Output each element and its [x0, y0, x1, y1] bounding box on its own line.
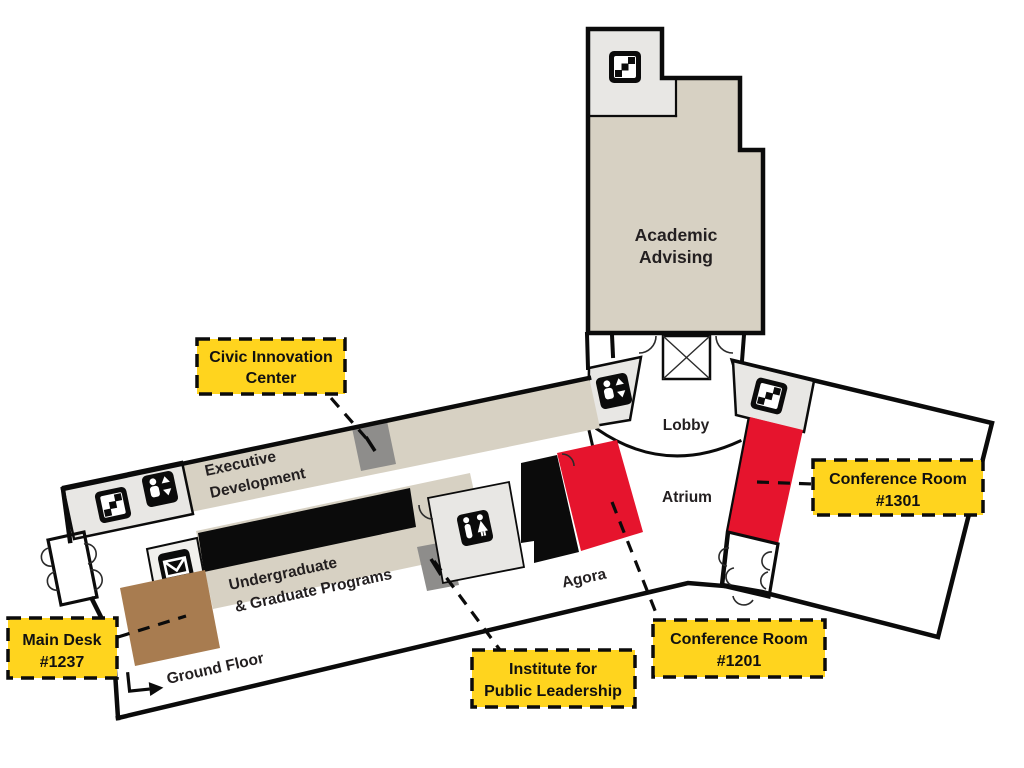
callout-text: Institute for: [509, 661, 597, 678]
main-desk-room: [120, 570, 220, 666]
stairs-icon: [94, 486, 132, 524]
leader-main-desk: [117, 614, 187, 639]
academic-advising-label-1: Academic: [635, 225, 718, 245]
leader-lines: [117, 396, 814, 651]
callout-text: Main Desk: [22, 632, 101, 649]
door-arc: [46, 571, 59, 591]
stairs-icon: [609, 51, 641, 83]
callout-text: #1201: [717, 653, 762, 670]
callout-conference-room-1201: Conference Room #1201: [651, 618, 827, 679]
callout-box: [651, 618, 827, 679]
callout-conference-room-1301: Conference Room #1301: [811, 458, 985, 517]
door-arc: [638, 335, 657, 354]
door-arc: [89, 569, 103, 591]
callout-box: [811, 458, 985, 517]
door-arc: [418, 504, 434, 520]
wall-segment: [609, 332, 616, 359]
academic-advising-label-2: Advising: [639, 247, 713, 267]
wing-top-wall: [60, 375, 592, 492]
wall-segment: [739, 332, 747, 364]
ground-floor-arrowhead: [148, 682, 164, 696]
door-arc: [761, 551, 773, 571]
entry-vestibule: [40, 530, 103, 607]
callout-text: #1301: [876, 493, 921, 510]
atrium-label: Atrium: [662, 489, 712, 506]
elevator-shaft-cross: [662, 335, 711, 380]
black-service-core: [521, 455, 579, 563]
callout-text: Conference Room: [670, 631, 808, 648]
callout-text: Conference Room: [829, 471, 967, 488]
callout-civic-innovation-center: Civic Innovation Center: [195, 337, 347, 396]
atrium-curved-wall: [594, 426, 742, 458]
ground-floor-arrow: [126, 672, 150, 693]
door-arc: [561, 453, 575, 467]
callouts: Civic Innovation Center Main Desk #1237 …: [6, 337, 985, 709]
door-arc: [715, 335, 734, 354]
callout-box: [470, 648, 637, 709]
door-arc: [83, 543, 97, 565]
callout-institute-public-leadership: Institute for Public Leadership: [470, 648, 637, 709]
conference-room-1301-room: [728, 417, 803, 544]
callout-text: Center: [246, 370, 297, 387]
ground-floor-marker: [126, 672, 164, 696]
restroom-icon: [456, 509, 494, 547]
divider-door-dash: [429, 558, 443, 576]
entry-vestibule: [718, 530, 780, 606]
callout-text: Public Leadership: [484, 683, 622, 700]
callout-box: [195, 337, 347, 396]
elevator-shaft: [661, 334, 712, 381]
agora-label: Agora: [560, 566, 608, 592]
door-arc: [718, 547, 730, 567]
door-arc: [725, 567, 735, 586]
lobby-label: Lobby: [663, 417, 710, 434]
academic-advising-building: Academic Advising: [585, 26, 766, 336]
vestibule-box: [46, 530, 99, 607]
black-auditorium: [198, 488, 416, 572]
building-outline: [585, 26, 766, 336]
academic-advising-room: [588, 78, 763, 333]
door-arc: [732, 595, 754, 606]
door-arc: [40, 547, 53, 567]
leader-civic: [329, 396, 368, 440]
elevator-icon: [595, 372, 633, 410]
leader-conf-1301: [756, 480, 814, 486]
callout-text: Civic Innovation: [209, 349, 333, 366]
wing-bottom-wall: [115, 580, 727, 721]
wall-segment: [584, 331, 591, 371]
wing-left-wall: [60, 486, 73, 544]
door-arc: [760, 571, 769, 590]
callout-text: #1237: [40, 654, 85, 671]
leader-institute: [432, 560, 502, 651]
left-wing: Executive Development Undergraduate & Gr…: [40, 375, 727, 721]
callout-main-desk: Main Desk #1237: [6, 616, 119, 680]
elevator-icon: [141, 470, 179, 508]
divider-door-dash: [364, 436, 377, 452]
vestibule-box: [720, 530, 780, 599]
lobby-core: Lobby Atrium Agora: [521, 331, 747, 592]
callout-box: [6, 616, 119, 680]
